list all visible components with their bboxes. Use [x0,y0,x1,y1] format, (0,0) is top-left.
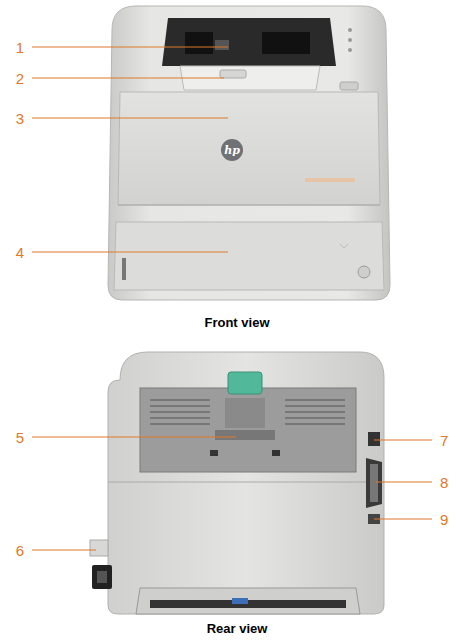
callout-number: 1 [16,40,24,55]
callout-number: 5 [16,430,24,445]
callout-number: 7 [440,433,448,448]
callout-number: 6 [16,543,24,558]
callout-number: 8 [440,475,448,490]
callout-number: 2 [16,71,24,86]
front-printer [108,6,390,300]
callout-number: 3 [16,111,24,126]
brand-logo: hp [224,145,240,156]
leader-lines [32,437,432,550]
rear-printer [90,352,384,614]
view-caption: Front view [204,316,269,329]
callout-number: 9 [440,512,448,527]
view-caption: Rear view [207,622,268,635]
leader-lines [32,47,228,252]
callout-number: 4 [16,245,24,260]
